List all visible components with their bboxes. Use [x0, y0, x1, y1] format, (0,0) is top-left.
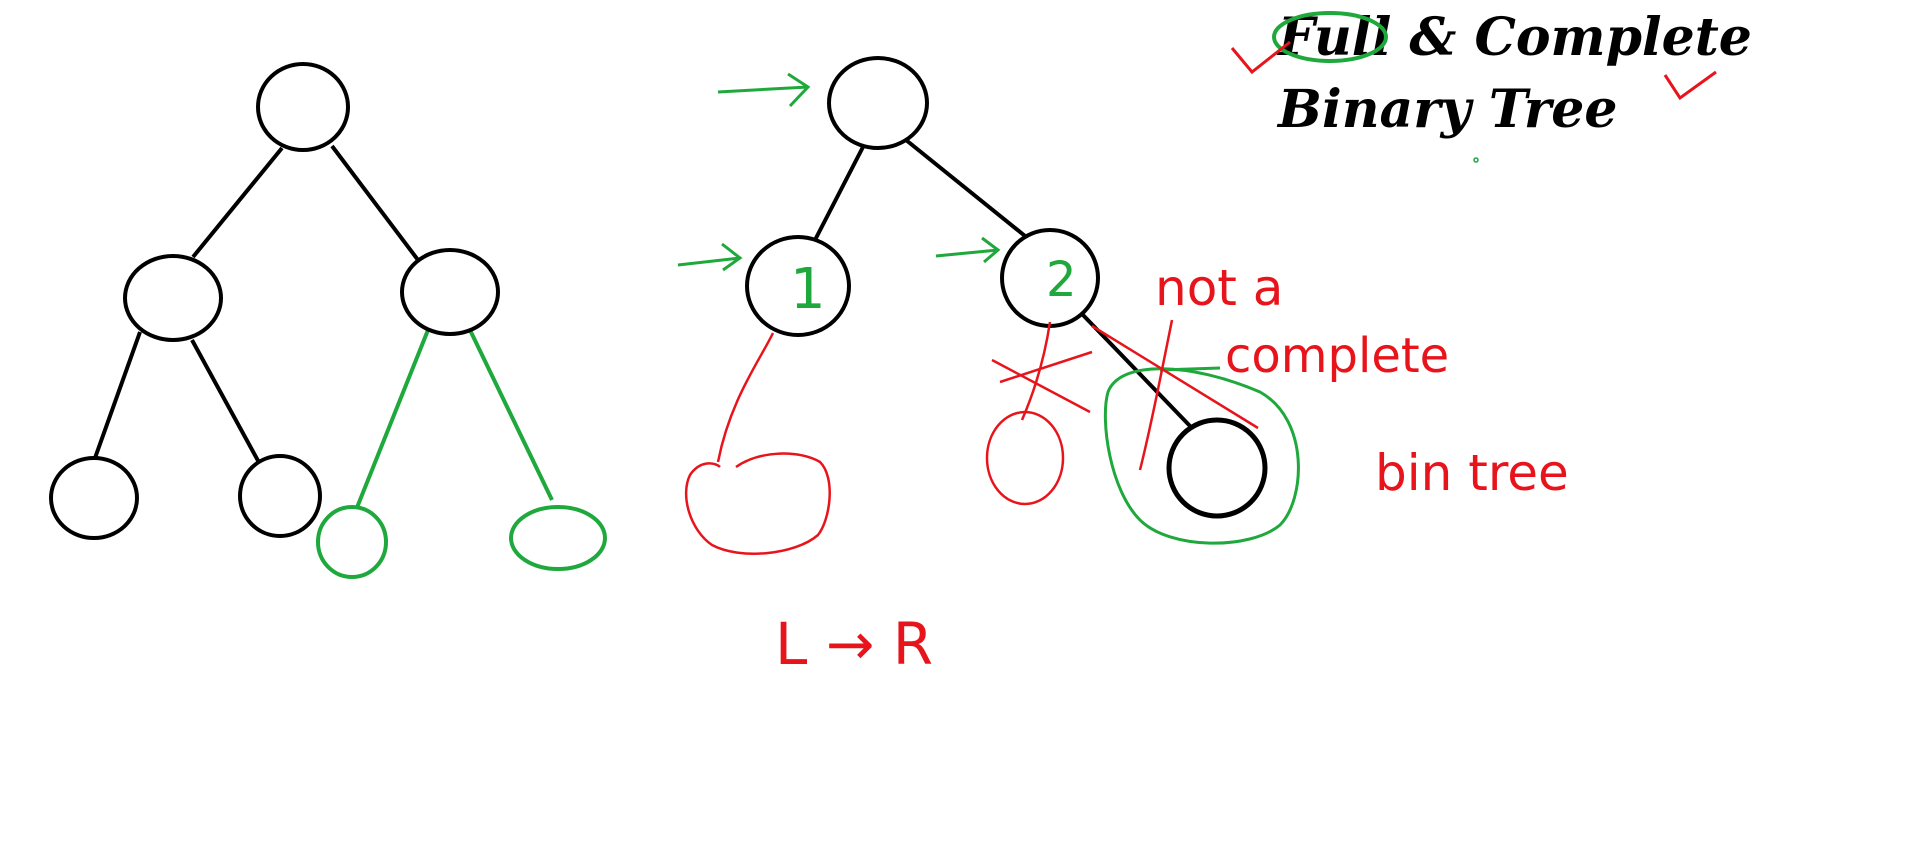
green-arrow-node-1 [677, 242, 743, 272]
left-tree-edge-green [354, 329, 430, 511]
title-checkmark-right [1663, 70, 1717, 101]
left-tree-node [400, 248, 500, 336]
title-line-2: Binary Tree [1276, 79, 1617, 140]
right-tree-leaf-node [1166, 417, 1268, 519]
green-stroke [1159, 366, 1221, 372]
red-crossed-edge [1020, 321, 1052, 421]
red-cross-stroke [1138, 319, 1174, 471]
title-highlight-ellipse [1272, 11, 1388, 63]
left-tree [49, 62, 607, 579]
left-tree-edge [330, 144, 420, 262]
right-tree-node-1 [745, 235, 851, 337]
green-arrow-root [717, 72, 811, 108]
left-tree-edge [190, 339, 264, 469]
left-tree-edge-green [468, 329, 554, 501]
left-tree-leaf-node-green [509, 505, 607, 571]
annotation-not-a: not a [1155, 259, 1283, 317]
red-crossed-node [985, 410, 1065, 506]
red-cross-stroke [1091, 324, 1259, 430]
left-tree-leaf-node [49, 456, 139, 540]
green-arrow-node-2 [935, 236, 1001, 264]
node-label-1: 1 [790, 257, 826, 322]
red-cross-mark [991, 350, 1093, 414]
green-highlight-circle [1103, 367, 1300, 545]
annotation-complete: complete [1225, 328, 1449, 384]
red-missing-node-blob [684, 452, 831, 555]
left-tree-leaf-node [238, 454, 322, 538]
red-annotations: not a complete bin tree L → R [684, 259, 1569, 678]
left-tree-node [123, 254, 223, 342]
left-tree-leaf-node-green [316, 505, 388, 579]
node-label-2: 2 [1046, 252, 1077, 308]
title-group: Full & Complete Binary Tree [1230, 7, 1752, 163]
right-tree-edge [904, 138, 1032, 242]
annotation-direction: L → R [775, 610, 933, 678]
right-tree-edge [813, 144, 866, 241]
right-tree-root-node [827, 56, 929, 150]
left-tree-root-node [256, 62, 350, 152]
right-tree: 1 2 [677, 56, 1300, 545]
left-tree-edge [191, 146, 284, 259]
annotation-bin-tree: bin tree [1375, 444, 1569, 502]
left-tree-edge [93, 331, 142, 459]
stray-dot [1473, 157, 1479, 163]
red-edge-to-missing-node [716, 332, 775, 463]
title-checkmark-left [1230, 40, 1291, 75]
